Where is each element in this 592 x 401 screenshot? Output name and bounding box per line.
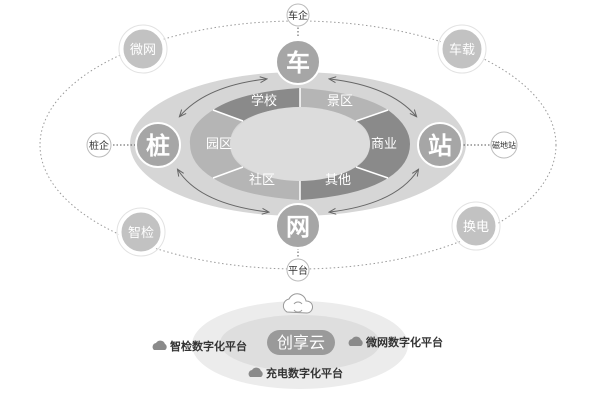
cloud-name-pill xyxy=(267,330,335,355)
tag-car-enterprise-label: 车企 xyxy=(288,9,308,22)
ring-center xyxy=(230,107,370,181)
node-pile: 桩 xyxy=(135,122,181,168)
satellite-vehicle-mounted-label: 车载 xyxy=(449,42,475,58)
cloud-sync-icon xyxy=(282,293,313,314)
arrow-station-network xyxy=(330,170,418,212)
tag-magnetic-station-label: 磁地站 xyxy=(492,140,516,150)
arrow-car-station xyxy=(330,79,416,116)
tag-car-enterprise: 车企 xyxy=(286,3,310,27)
platform-inspection-label: 智检数字化平台 xyxy=(170,339,247,353)
ring-label-other: 其他 xyxy=(325,173,351,188)
tag-platform-label: 平台 xyxy=(288,264,308,277)
cloud-name: 创享云 xyxy=(277,333,325,352)
ring-label-community: 社区 xyxy=(249,172,275,188)
platform-charging: 充电数字化平台 xyxy=(248,366,343,380)
satellite-battery-swap-label: 换电 xyxy=(463,220,489,235)
node-network: 网 xyxy=(275,203,321,249)
ring-label-commerce: 商业 xyxy=(371,137,397,152)
tag-magnetic-station: 磁地站 xyxy=(490,131,518,159)
satellite-vehicle-mounted: 车载 xyxy=(437,24,487,74)
arrow-pile-network xyxy=(178,170,268,212)
cloud-icon xyxy=(152,340,167,350)
cloud-icon xyxy=(348,336,363,346)
satellite-battery-swap: 换电 xyxy=(451,201,501,251)
ring-label-school: 学校 xyxy=(251,93,277,109)
platform-micro-grid-label: 微网数字化平台 xyxy=(365,335,443,349)
satellite-micro-grid-label: 微网 xyxy=(130,43,156,58)
cloud-icon xyxy=(248,367,263,377)
node-station: 站 xyxy=(417,122,463,168)
satellite-micro-grid: 微网 xyxy=(118,24,168,74)
tag-pile-enterprise: 桩企 xyxy=(86,132,112,158)
tag-platform: 平台 xyxy=(286,258,310,282)
platform-micro-grid: 微网数字化平台 xyxy=(348,335,443,349)
ring-segment-commerce xyxy=(356,110,410,178)
ring-segment-park xyxy=(189,110,243,178)
satellite-smart-inspection-label: 智检 xyxy=(128,226,154,241)
ring-label-scenic: 景区 xyxy=(327,94,353,109)
platform-charging-label: 充电数字化平台 xyxy=(266,366,343,380)
arrow-car-pile xyxy=(180,79,266,116)
node-pile-label: 桩 xyxy=(146,132,170,160)
node-car-label: 车 xyxy=(286,49,310,77)
ring xyxy=(189,88,410,200)
node-network-label: 网 xyxy=(286,213,310,241)
satellite-smart-inspection: 智检 xyxy=(116,207,166,257)
platform-inspection: 智检数字化平台 xyxy=(152,339,247,353)
tag-pile-enterprise-label: 桩企 xyxy=(89,139,109,152)
node-station-label: 站 xyxy=(428,132,452,160)
ring-label-park: 园区 xyxy=(206,137,232,152)
node-car: 车 xyxy=(275,39,321,85)
